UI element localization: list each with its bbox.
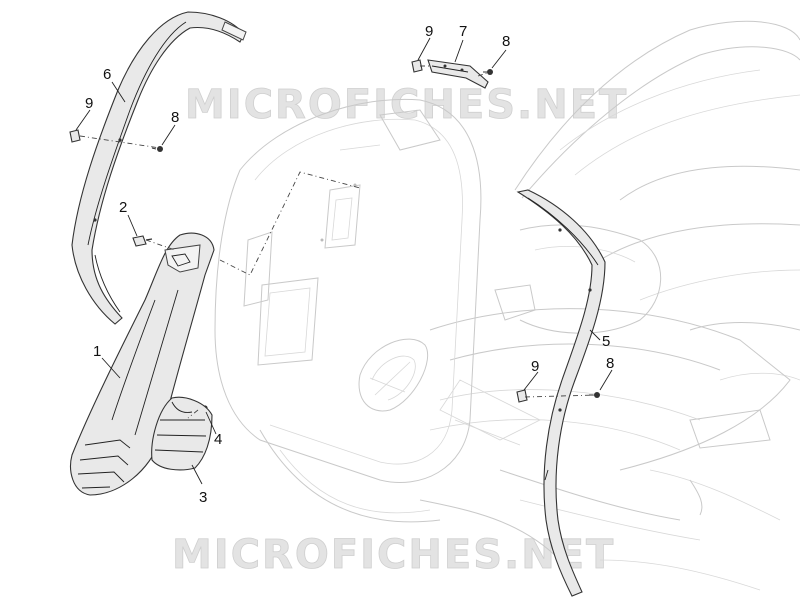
callout-1: 1 xyxy=(93,343,101,360)
callout-8-left: 8 xyxy=(171,109,179,126)
part-7-bracket xyxy=(427,59,489,89)
callout-2: 2 xyxy=(119,199,127,216)
callout-5: 5 xyxy=(602,333,610,350)
assembly-lines xyxy=(79,65,598,419)
part-3-grille xyxy=(151,396,213,471)
watermark-bottom: MICROFICHES.NET xyxy=(172,532,615,578)
callout-8-top: 8 xyxy=(502,33,510,50)
callouts: 9 7 8 6 9 8 2 1 4 3 5 9 8 xyxy=(75,23,614,506)
callout-4: 4 xyxy=(214,431,222,448)
bolt-2 xyxy=(132,235,153,247)
callout-6: 6 xyxy=(103,66,111,83)
part-6-upper-trim xyxy=(71,11,247,325)
clip-9-right xyxy=(516,389,528,403)
callout-9-top: 9 xyxy=(425,23,433,40)
screw-8-top xyxy=(483,69,493,75)
clip-9-left xyxy=(69,129,81,143)
part-5-side-trim xyxy=(516,189,606,597)
watermark-top: MICROFICHES.NET xyxy=(185,82,628,128)
callout-8-right: 8 xyxy=(606,355,614,372)
screw-8-right xyxy=(589,392,600,398)
callout-7: 7 xyxy=(459,23,467,40)
clip-9-top xyxy=(411,59,423,73)
leg-shield-panel xyxy=(214,98,482,483)
callout-9-right: 9 xyxy=(531,358,539,375)
callout-3: 3 xyxy=(199,489,207,506)
part-1-front-cover xyxy=(70,232,215,496)
fasteners xyxy=(69,59,600,411)
screw-8-left xyxy=(151,146,163,152)
callout-9-left: 9 xyxy=(85,95,93,112)
